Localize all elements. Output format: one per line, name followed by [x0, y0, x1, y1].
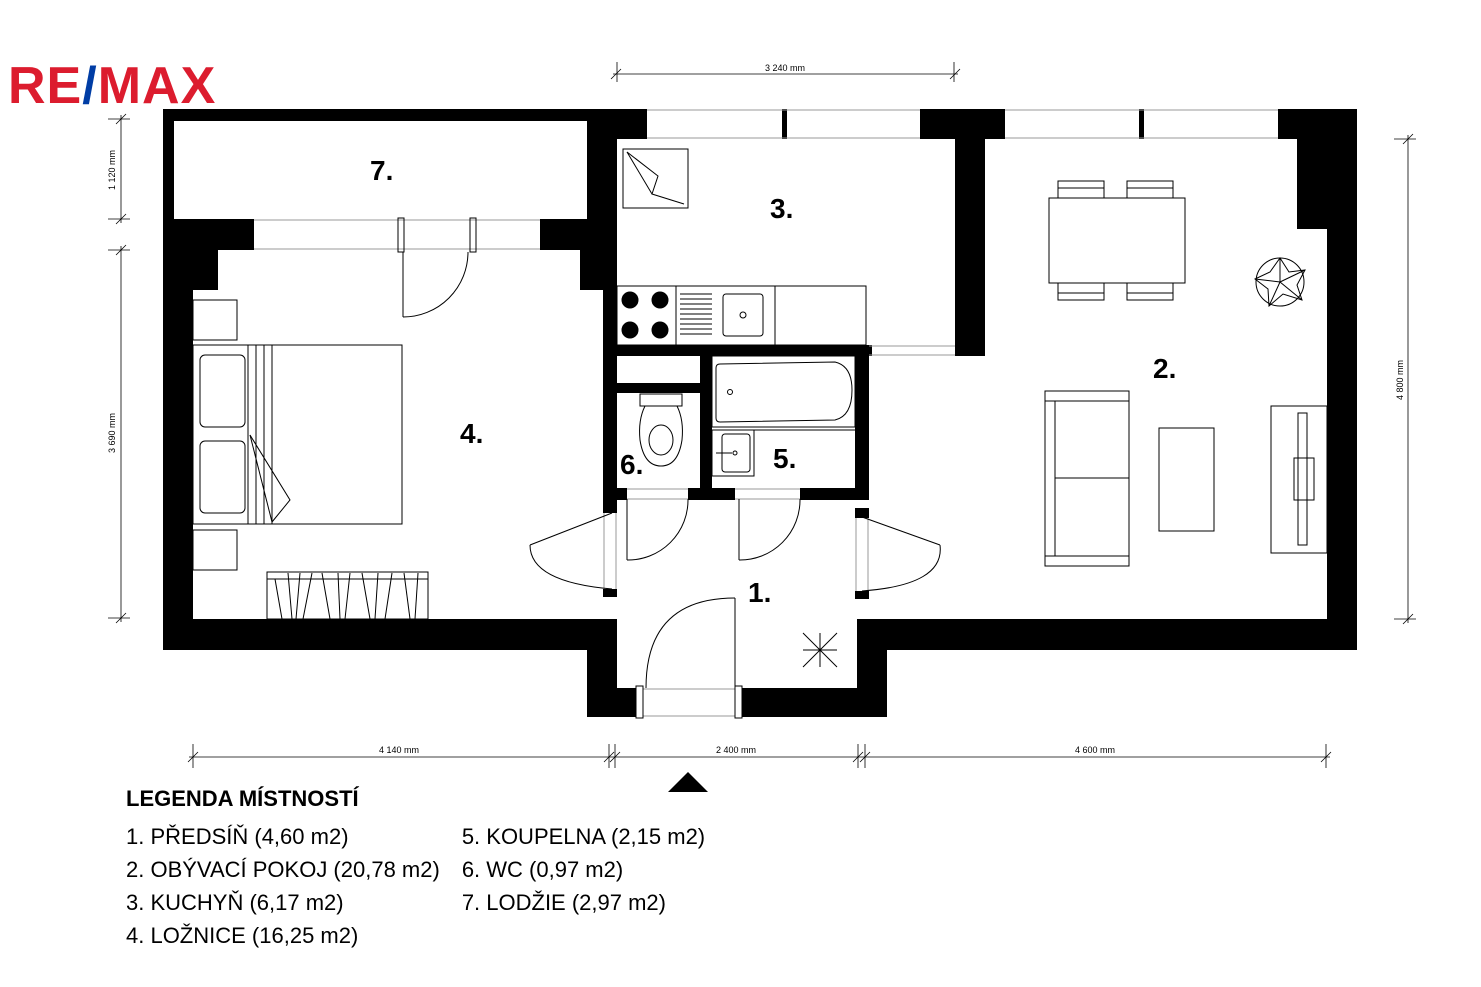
entrance-marker-triangle — [668, 772, 708, 792]
wall-kitchen-living — [955, 139, 985, 356]
wall-bottom-left — [163, 619, 607, 650]
remax-logo: RE/MAX — [8, 56, 216, 116]
tv-unit — [1270, 405, 1328, 554]
window-mullion — [1139, 109, 1144, 139]
loggia-door-jamb — [469, 217, 477, 253]
dimension-labels: 3 240 mm 1 120 mm 3 690 mm 4 800 mm 4 14… — [107, 63, 1405, 755]
room-label-4: 4. — [460, 418, 483, 449]
legend-column-2: 5. KOUPELNA (2,15 m2) 6. WC (0,97 m2) 7.… — [462, 820, 705, 952]
wardrobe — [266, 571, 429, 620]
logo-part-slash: / — [82, 57, 98, 115]
room-legend: LEGENDA MÍSTNOSTÍ 1. PŘEDSÍŇ (4,60 m2) 2… — [126, 786, 705, 952]
wall-right-pillar — [1297, 139, 1327, 229]
room-label-6: 6. — [620, 449, 643, 480]
wall-top-mid — [920, 109, 1005, 139]
loggia-door-jamb — [397, 217, 405, 253]
wall-bath-right — [855, 345, 869, 500]
dim-left-upper: 1 120 mm — [107, 150, 117, 190]
wall-left-bedroom — [163, 250, 193, 650]
jamb — [603, 589, 617, 597]
doors — [397, 217, 941, 719]
legend-item: 7. LODŽIE (2,97 m2) — [461, 890, 666, 915]
jamb — [855, 591, 869, 599]
walls — [163, 109, 1357, 717]
nightstand — [192, 299, 238, 341]
wall-bottom-right — [866, 619, 1357, 650]
jamb — [855, 508, 869, 518]
wall-wc-door-left — [617, 488, 627, 500]
kitchen-counter — [616, 285, 867, 346]
dim-right: 4 800 mm — [1395, 360, 1405, 400]
room-labels: 7. 3. 2. 4. 5. 6. 1. — [370, 155, 1176, 608]
legend-item: 3. KUCHYŇ (6,17 m2) — [126, 890, 344, 915]
room-label-2: 2. — [1153, 353, 1176, 384]
nightstand — [192, 529, 238, 571]
kitchen-cabinet — [622, 148, 689, 209]
window-mullion — [782, 109, 787, 139]
wall-bath-door-right — [800, 488, 869, 500]
dimension-lines — [108, 62, 1416, 768]
legend-item: 1. PŘEDSÍŇ (4,60 m2) — [126, 824, 349, 849]
legend-item: 5. KOUPELNA (2,15 m2) — [461, 824, 706, 849]
legend-column-1: 1. PŘEDSÍŇ (4,60 m2) 2. OBÝVACÍ POKOJ (2… — [126, 820, 440, 952]
room-label-1: 1. — [748, 577, 771, 608]
wall-right — [1327, 109, 1357, 649]
coffee-table — [1158, 427, 1215, 532]
toilet — [639, 393, 683, 467]
plant — [1254, 257, 1306, 308]
jamb — [603, 499, 617, 513]
wall-bath-top — [617, 345, 872, 356]
wall-wc-shelf — [617, 383, 700, 393]
wall-hall-bottom-left — [587, 688, 640, 717]
logo-part-re: RE — [8, 57, 83, 115]
room-label-7: 7. — [370, 155, 393, 186]
dim-bottom-right: 4 600 mm — [1075, 745, 1115, 755]
legend-item: 2. OBÝVACÍ POKOJ (20,78 m2) — [126, 857, 440, 882]
wall-hall-right — [857, 619, 887, 717]
wall-loggia-top — [163, 109, 607, 121]
wall-bedroom-wc — [603, 289, 617, 499]
dining-table — [1048, 180, 1186, 301]
wall-wc-bath — [700, 345, 712, 500]
sofa — [1044, 390, 1130, 567]
dim-left-lower: 3 690 mm — [107, 413, 117, 453]
legend-item: 6. WC (0,97 m2) — [461, 857, 624, 882]
bed — [192, 344, 403, 525]
wall-loggia-front-left — [174, 219, 254, 250]
dim-bottom-mid: 2 400 mm — [716, 745, 756, 755]
bathroom-sink — [711, 429, 755, 477]
legend-title: LEGENDA MÍSTNOSTÍ — [126, 786, 359, 811]
wall-bedroom-corner — [193, 250, 218, 290]
furniture — [192, 148, 1328, 668]
logo-part-max: MAX — [97, 57, 217, 115]
windows — [254, 109, 1278, 717]
wall-wc-door-right — [688, 488, 735, 500]
room-label-3: 3. — [770, 193, 793, 224]
bathtub — [711, 355, 856, 431]
legend-item: 4. LOŽNICE (16,25 m2) — [126, 923, 359, 948]
wall-kitchen-left — [587, 109, 617, 289]
ceiling-light — [802, 632, 838, 668]
dim-top: 3 240 mm — [765, 63, 805, 73]
room-label-5: 5. — [773, 443, 796, 474]
dim-bottom-left: 4 140 mm — [379, 745, 419, 755]
legend-columns: 1. PŘEDSÍŇ (4,60 m2) 2. OBÝVACÍ POKOJ (2… — [126, 820, 705, 952]
